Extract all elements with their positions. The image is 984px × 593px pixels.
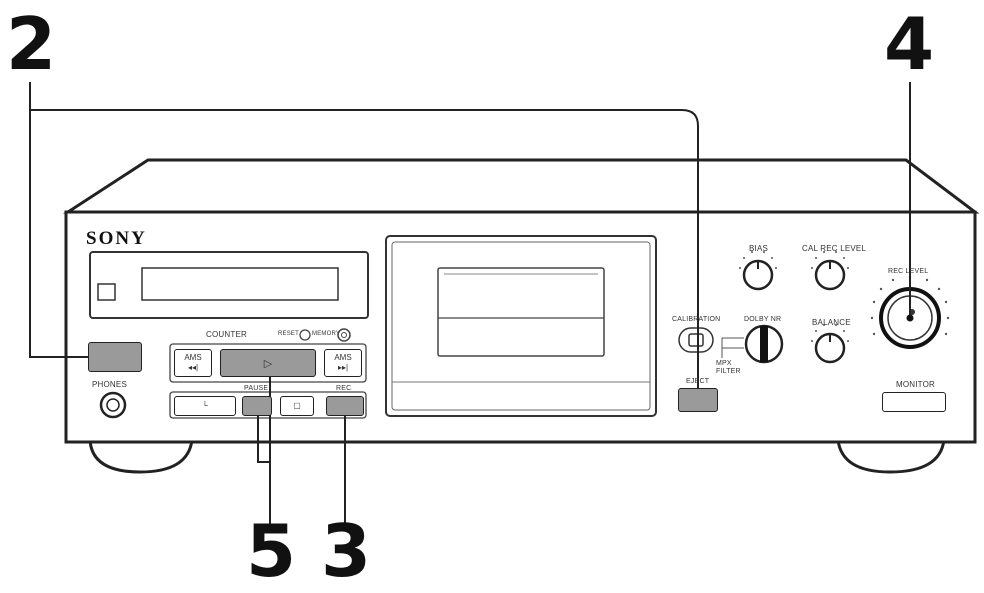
rewind-icon: ◂◂| (187, 363, 199, 372)
ff-icon: ▸▸| (337, 363, 349, 372)
record-mute-icon: ▢ (293, 401, 301, 410)
leader-5 (257, 405, 270, 463)
calibration-label: CALIBRATION (672, 316, 721, 323)
phones-label: PHONES (92, 380, 127, 389)
deck-top (62, 158, 980, 214)
stop-button[interactable]: └ (174, 396, 236, 416)
callout-4: 4 (884, 2, 935, 86)
rec-level-label: REC LEVEL (888, 268, 929, 275)
left-foot (88, 439, 194, 474)
rec-button[interactable] (326, 396, 364, 416)
eject-button[interactable] (678, 388, 718, 412)
callout-2: 2 (6, 2, 57, 86)
ams-ff-button[interactable]: AMS ▸▸| (324, 349, 362, 377)
brand-logo: SONY (86, 228, 147, 249)
dolby-nr-label: DOLBY NR (744, 316, 782, 323)
memory-label: MEMORY (312, 331, 341, 337)
ams-rewind-button[interactable]: AMS ◂◂| (174, 349, 212, 377)
mpx-filter-label: MPX FILTER (716, 360, 741, 375)
dolby-nr-selector (744, 324, 784, 364)
power-indicator (97, 283, 116, 301)
reset-label: RESET (278, 331, 300, 337)
monitor-button[interactable] (882, 392, 946, 412)
play-icon: ▷ (263, 358, 273, 370)
eject-label: EJECT (686, 378, 710, 385)
pause-button[interactable] (242, 396, 272, 416)
cal-rec-level-label: CAL REC LEVEL (802, 244, 867, 253)
counter-label: COUNTER (206, 330, 247, 339)
ams-ff-label: AMS (334, 353, 352, 362)
callout-5: 5 (246, 509, 297, 593)
play-button[interactable]: ▷ (220, 349, 316, 377)
power-button[interactable] (88, 342, 142, 372)
ams-rewind-label: AMS (184, 353, 202, 362)
callout-3: 3 (321, 509, 372, 593)
cassette-window (437, 267, 605, 357)
record-mute-button[interactable]: ▢ (280, 396, 314, 416)
balance-knob (814, 332, 846, 364)
right-foot (836, 439, 946, 474)
leader-2-eject (30, 109, 699, 400)
leader-2 (29, 82, 88, 358)
cal-rec-level-knob (814, 259, 846, 291)
stop-icon: └ (202, 401, 208, 410)
pause-label: PAUSE (244, 385, 269, 392)
display-window (141, 267, 339, 301)
monitor-label: MONITOR (896, 380, 936, 389)
rec-label: REC (336, 385, 352, 392)
bias-knob (742, 259, 774, 291)
bias-label: BIAS (749, 244, 769, 253)
balance-label: BALANCE (812, 318, 851, 327)
